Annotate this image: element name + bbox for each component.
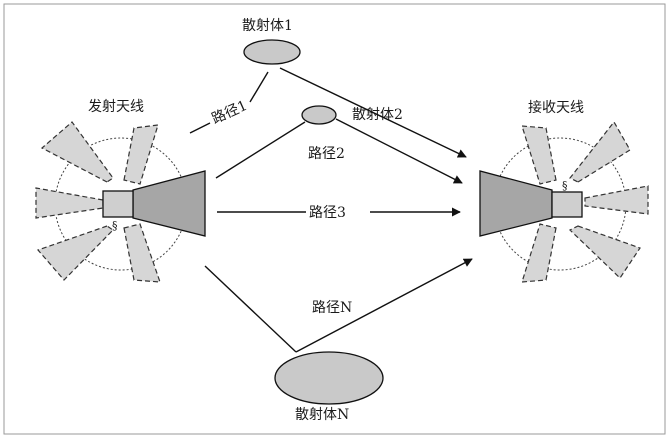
path-1-label: 路径1 bbox=[210, 98, 250, 128]
tx-lobe-upper-right bbox=[123, 124, 159, 185]
rx-lobe-upper-left bbox=[521, 125, 557, 185]
rx-feed bbox=[551, 191, 583, 218]
rx-lobe-right bbox=[584, 185, 649, 215]
rx-lobe-lower-right bbox=[568, 225, 641, 279]
scatterer-1 bbox=[243, 39, 301, 65]
scatterer-2 bbox=[301, 105, 337, 125]
receiver-label: 接收天线 bbox=[528, 99, 584, 116]
rx-lobe-upper-right bbox=[569, 120, 631, 183]
path-n: 路径N bbox=[204, 258, 473, 353]
tx-lobe-lower-left bbox=[36, 225, 114, 281]
rx-lobe-lower-left bbox=[521, 223, 557, 283]
rx-feed-spiral-icon: § bbox=[562, 179, 568, 192]
path-1-segment-mid bbox=[249, 71, 269, 103]
path-1-segment-out bbox=[279, 67, 467, 158]
transmitter-label: 发射天线 bbox=[88, 99, 144, 115]
tx-feed bbox=[102, 190, 134, 218]
path-2: 路径2 bbox=[215, 118, 463, 184]
path-n-segment-out bbox=[295, 258, 473, 353]
tx-horn bbox=[132, 170, 206, 237]
scatterer-n-label: 散射体N bbox=[295, 407, 349, 423]
tx-lobe-lower-right bbox=[123, 223, 161, 283]
scatterer-1-label: 散射体1 bbox=[242, 18, 293, 34]
path-2-segment-in bbox=[215, 121, 306, 179]
path-3-label: 路径3 bbox=[309, 205, 346, 221]
transmitter-antenna: § 发射天线 bbox=[35, 99, 206, 283]
path-2-label: 路径2 bbox=[308, 146, 345, 162]
path-1-segment-in bbox=[189, 122, 211, 134]
receiver-antenna: § 接收天线 bbox=[479, 99, 649, 283]
tx-lobe-left bbox=[35, 187, 104, 219]
tx-feed-spiral-icon: § bbox=[112, 219, 118, 232]
path-n-label: 路径N bbox=[312, 300, 352, 316]
tx-lobe-upper-left bbox=[40, 121, 114, 183]
path-2-segment-out bbox=[335, 118, 463, 184]
path-n-segment-in bbox=[204, 265, 297, 353]
path-3: 路径3 bbox=[217, 205, 461, 221]
scatterer-n bbox=[274, 351, 384, 405]
diagram-border bbox=[3, 3, 666, 435]
